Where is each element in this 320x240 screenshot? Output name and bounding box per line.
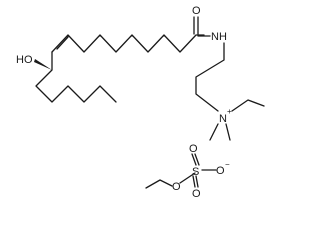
s-o-bottom-bond-b (195, 175, 199, 188)
carbonyl-oxygen-label: O (192, 5, 201, 17)
ethyl-sulfate-chain (145, 179, 173, 189)
sulfate-oxygen-top-label: O (189, 143, 198, 155)
ammonium-n-label: N (219, 113, 227, 125)
propyl-linker (195, 42, 225, 112)
chemical-structure: O NH HO N + O S O O O − (16, 5, 265, 198)
methyl-bond-2 (225, 123, 231, 141)
sulfate-oxygen-bottom-label: O (192, 188, 201, 198)
methyl-bond-1 (209, 123, 219, 141)
amide-nh-label: NH (211, 31, 227, 43)
hexyl-chain (35, 51, 117, 103)
s-o-top-bond-b (194, 153, 200, 166)
ethyl-group (231, 99, 265, 112)
sulfate-oxygen-anion-label: O (216, 165, 225, 177)
o-s-bond (179, 172, 196, 184)
anion-charge: − (225, 160, 230, 169)
sulfur-label: S (192, 166, 199, 178)
ester-oxygen-label: O (172, 181, 181, 193)
s-o-bottom-bond-a (192, 175, 196, 188)
ammonium-charge: + (227, 107, 232, 116)
s-o-top-bond-a (191, 153, 197, 166)
fatty-acyl-chain (51, 34, 205, 53)
stereo-wedge (34, 59, 52, 70)
hydroxyl-label: HO (16, 54, 33, 66)
cis-double-bond (56, 36, 69, 50)
